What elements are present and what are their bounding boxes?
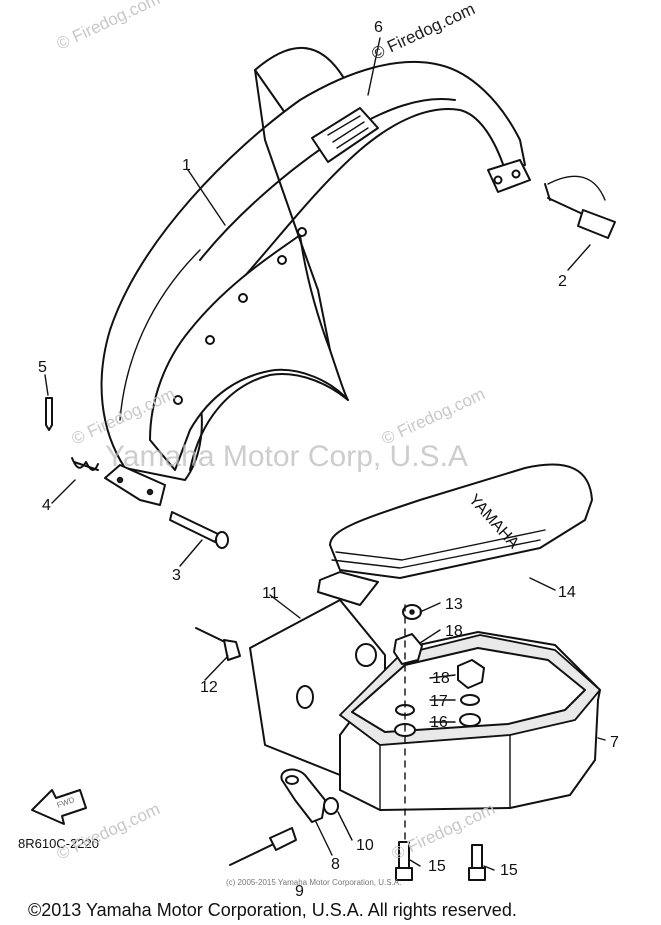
- watermark-top-right: © Firedog.com: [369, 0, 478, 64]
- callout-8: 8: [331, 856, 340, 873]
- small-copyright-notice: (c) 2005-2015 Yamaha Motor Corporation, …: [226, 878, 401, 887]
- callout-1: 1: [182, 157, 191, 174]
- part-5-pin: [45, 397, 53, 431]
- part-10-washer: [323, 797, 339, 815]
- diagram-code: 8R610C-2220: [18, 836, 99, 851]
- callout-16: 16: [430, 714, 448, 731]
- callout-5: 5: [38, 359, 47, 376]
- watermark-center: Yamaha Motor Corp, U.S.A: [105, 440, 468, 473]
- grommet: [355, 643, 377, 667]
- callout-13: 13: [445, 596, 463, 613]
- callout-18-lower: 18: [432, 670, 450, 687]
- forward-arrow-icon: FWD: [31, 789, 87, 825]
- watermark-top-left: © Firedog.com: [54, 0, 163, 54]
- part-8-bracket: [280, 768, 326, 823]
- callout-7: 7: [610, 734, 619, 751]
- part-12-screw: [195, 627, 241, 661]
- callout-6: 6: [374, 19, 383, 36]
- rear-fender: [100, 47, 531, 506]
- callout-15-right: 15: [500, 862, 518, 879]
- callout-labels: 1 2 3 4 5 6 7 8 9 10 11 12 13 14 15 15 1…: [38, 19, 619, 900]
- callout-15-left: 15: [428, 858, 446, 875]
- footer-copyright: ©2013 Yamaha Motor Corporation, U.S.A. A…: [28, 900, 517, 920]
- callout-18-upper: 18: [445, 623, 463, 640]
- callout-4: 4: [42, 497, 51, 514]
- callout-2: 2: [558, 273, 567, 290]
- callout-3: 3: [172, 567, 181, 584]
- part-9-rod: [229, 827, 297, 866]
- callout-12: 12: [200, 679, 218, 696]
- part-15-bolt-right: [468, 844, 486, 881]
- callout-10: 10: [356, 837, 374, 854]
- part-13-washer: [402, 604, 422, 620]
- callout-17: 17: [430, 693, 448, 710]
- part-15-bolt-left: [395, 841, 413, 881]
- part-4-spring: [71, 457, 99, 471]
- part-18-nut-lower: [457, 659, 485, 689]
- part-3-bolt: [169, 511, 229, 549]
- callout-14: 14: [558, 584, 576, 601]
- watermark-mid-right: © Firedog.com: [379, 384, 488, 448]
- callout-11: 11: [262, 585, 279, 602]
- leader-lines: [44, 37, 606, 871]
- battery-box-lid: YAMAHA: [317, 463, 593, 606]
- part-18-nut-upper: [393, 633, 423, 665]
- part-2-clip: [544, 175, 616, 239]
- callout-9: 9: [295, 883, 304, 900]
